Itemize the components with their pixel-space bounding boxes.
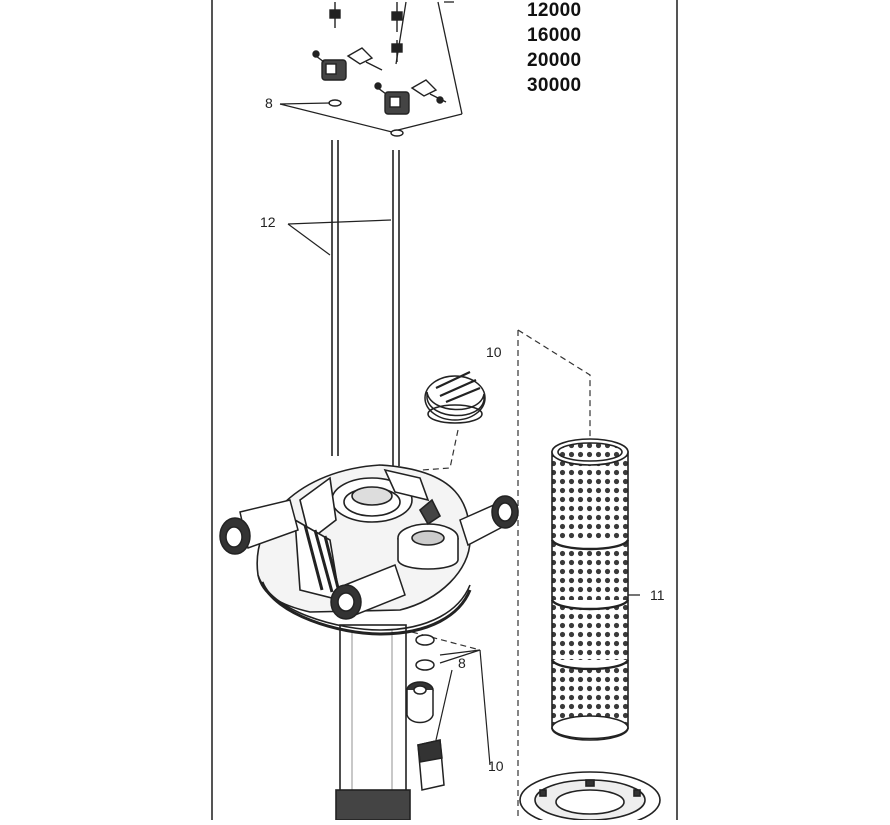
- callout-filter-sleeve: 11: [650, 587, 665, 603]
- tie-rods: [331, 140, 400, 466]
- model-list: 12000 16000 20000 30000: [527, 0, 581, 98]
- callout-knob: 10: [486, 344, 502, 360]
- base-ring: [519, 771, 661, 825]
- filter-sleeve: [550, 438, 630, 741]
- inlet-ports: [219, 495, 519, 620]
- callout-washer-upper: 8: [265, 95, 273, 111]
- rod-clamp-right: [374, 79, 447, 115]
- top-screws: [329, 2, 403, 62]
- filter-lid: [256, 464, 472, 636]
- model-bracket: [395, 1, 463, 131]
- callout-washer-lower: 8: [458, 655, 466, 671]
- page-frame: [211, 0, 678, 820]
- model-number: 20000: [527, 50, 582, 71]
- lower-valve-parts: [406, 634, 445, 791]
- model-number: 30000: [527, 75, 582, 96]
- valve-knob: [424, 371, 486, 424]
- callout-lower-valve: 10: [488, 758, 504, 774]
- model-number: 12000: [527, 0, 582, 21]
- rod-clamp-left: [312, 47, 383, 81]
- callout-rods: 12: [260, 214, 276, 230]
- model-number: 16000: [527, 25, 582, 46]
- stand-pipe: [335, 624, 411, 821]
